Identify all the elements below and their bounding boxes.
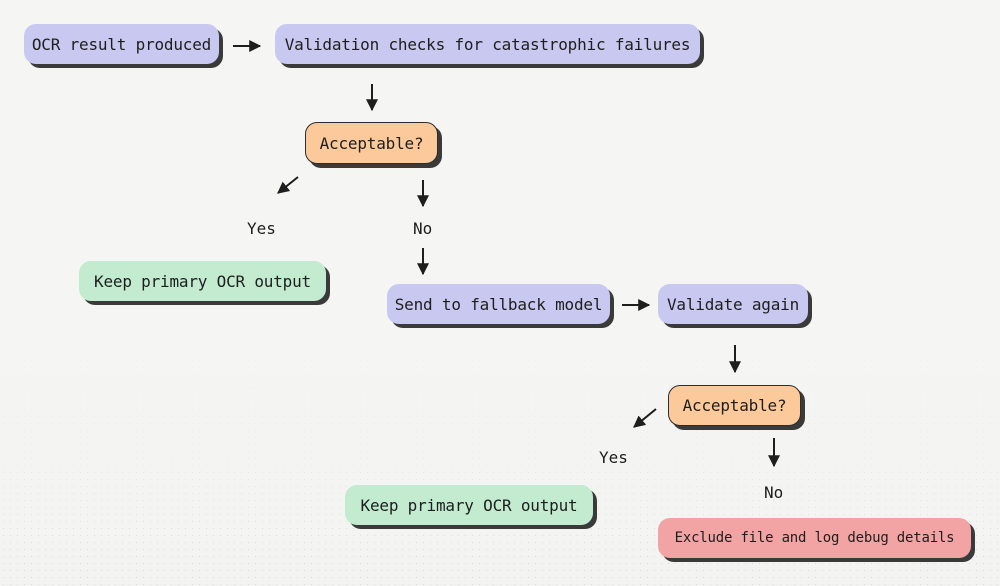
arrow-acceptable-1-to-yes — [277, 176, 299, 194]
arrow-acceptable-2-to-yes — [633, 408, 657, 428]
node-validate-again: Validate again — [658, 284, 808, 324]
label-yes-2: Yes — [599, 448, 628, 467]
node-send-fallback: Send to fallback model — [387, 284, 610, 324]
node-acceptable-1: Acceptable? — [305, 122, 438, 164]
label-no-1: No — [413, 219, 433, 238]
node-ocr-result: OCR result produced — [24, 24, 219, 64]
label-yes-1: Yes — [247, 219, 276, 238]
node-keep-primary-1: Keep primary OCR output — [79, 261, 326, 301]
node-exclude-file: Exclude file and log debug details — [658, 518, 971, 558]
label-no-2: No — [764, 483, 784, 502]
node-validation-checks: Validation checks for catastrophic failu… — [275, 24, 700, 64]
node-acceptable-2: Acceptable? — [668, 385, 801, 426]
node-keep-primary-2: Keep primary OCR output — [345, 485, 593, 525]
